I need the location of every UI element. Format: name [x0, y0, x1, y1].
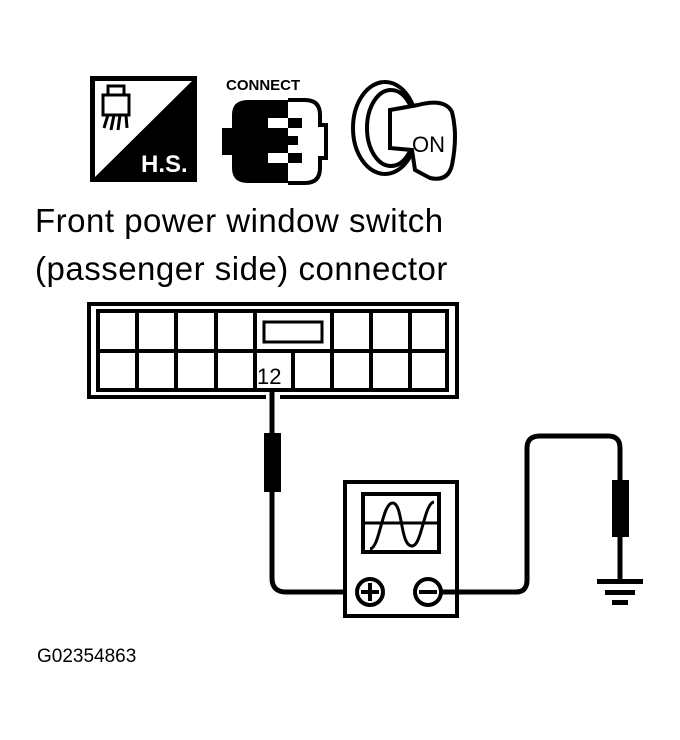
probe-tip-icon — [264, 433, 281, 492]
connect-label: CONNECT — [226, 77, 300, 94]
harness-service-icon: H.S. — [90, 76, 197, 182]
terminal-12-label: 12 — [257, 364, 281, 389]
hs-label: H.S. — [141, 151, 188, 178]
negative-terminal-icon — [413, 577, 443, 607]
figure-id: G02354863 — [37, 646, 137, 667]
positive-probe-lead — [264, 392, 358, 595]
ignition-on-icon: ON — [351, 80, 457, 181]
connector-face: 12 — [87, 302, 459, 401]
ground-lead — [441, 433, 643, 605]
positive-terminal-icon — [355, 577, 385, 607]
ground-probe-icon — [612, 480, 629, 537]
ground-symbol-icon — [597, 579, 643, 605]
on-label: ON — [412, 132, 445, 157]
title-line-1: Front power window switch — [35, 202, 444, 239]
connect-icon: CONNECT — [222, 77, 328, 185]
oscilloscope-icon — [343, 480, 459, 618]
title-line-2: (passenger side) connector — [35, 250, 448, 287]
